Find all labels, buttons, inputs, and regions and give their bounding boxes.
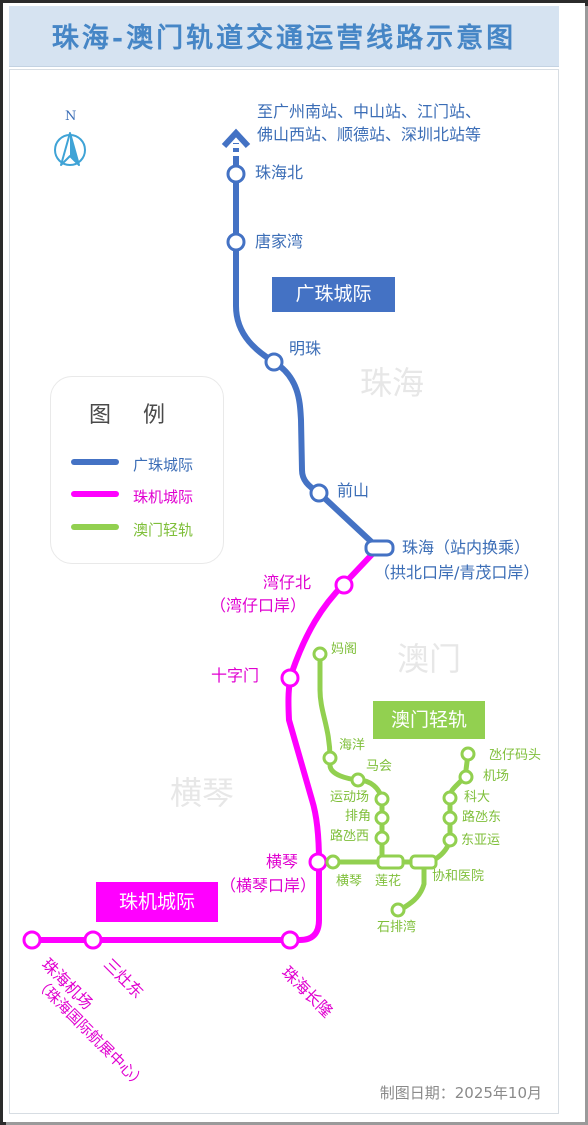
interchange-marker bbox=[409, 854, 438, 870]
station-marker bbox=[374, 810, 390, 826]
title-bar: 珠海-澳门轨道交通运营线路示意图 bbox=[9, 6, 559, 67]
station-label: 莲花 bbox=[375, 874, 402, 889]
legend-item-guangzhu: 广珠城际 bbox=[71, 452, 221, 474]
map-title: 珠海-澳门轨道交通运营线路示意图 bbox=[51, 23, 517, 54]
station-label: 横琴 bbox=[266, 852, 299, 871]
legend-label: 澳门轻轨 bbox=[133, 521, 194, 539]
station-label-sub: （湾仔口岸） bbox=[210, 596, 307, 615]
station-marker bbox=[308, 852, 328, 872]
station-marker bbox=[460, 746, 476, 762]
line-badge-zhuji: 珠机城际 bbox=[96, 882, 218, 922]
station-marker bbox=[22, 930, 42, 950]
station-marker bbox=[350, 772, 366, 788]
station-marker bbox=[264, 352, 284, 372]
line-zhuji bbox=[29, 545, 381, 943]
station-label: 路氹东 bbox=[462, 810, 502, 825]
compass-north-label: N bbox=[65, 109, 77, 124]
station-marker bbox=[83, 930, 103, 950]
station-label-interchange: 珠海（站内换乘） bbox=[402, 538, 531, 557]
station-label: 珠海北 bbox=[255, 163, 304, 182]
legend-label: 珠机城际 bbox=[133, 488, 194, 506]
station-label: 石排湾 bbox=[377, 920, 417, 935]
station-label-interchange-sub: （拱北口岸/青茂口岸） bbox=[374, 563, 540, 582]
legend-swatch bbox=[71, 524, 119, 530]
line-macau-lrt-main bbox=[317, 651, 385, 866]
station-marker bbox=[280, 930, 300, 950]
station-marker bbox=[312, 646, 328, 662]
station-label: 海洋 bbox=[339, 738, 366, 753]
station-label: 妈阁 bbox=[331, 642, 358, 657]
station-label: 科大 bbox=[464, 790, 491, 805]
station-marker bbox=[322, 750, 338, 766]
map-area bbox=[9, 69, 559, 1114]
destination-arrow-icon bbox=[221, 128, 251, 149]
line-badge-macau-lrt: 澳门轻轨 bbox=[373, 701, 485, 739]
legend-item-zhuji: 珠机城际 bbox=[71, 484, 221, 506]
station-label: 路氹西 bbox=[330, 829, 370, 844]
legend-swatch bbox=[71, 491, 119, 497]
station-marker bbox=[334, 575, 354, 595]
interchange-marker bbox=[376, 854, 405, 870]
station-label: 前山 bbox=[337, 481, 370, 500]
station-marker bbox=[325, 854, 341, 870]
station-label-sub: （横琴口岸） bbox=[220, 876, 317, 895]
station-label: 排角 bbox=[345, 809, 372, 824]
station-label: 氹仔码头 bbox=[489, 748, 542, 763]
station-marker bbox=[458, 769, 474, 785]
station-marker bbox=[280, 668, 300, 688]
destination-note: 至广州南站、中山站、江门站、 bbox=[257, 102, 482, 121]
station-marker bbox=[226, 164, 246, 184]
region-macau: 澳门 bbox=[397, 640, 462, 678]
legend-label: 广珠城际 bbox=[133, 456, 194, 474]
frame-shadow bbox=[585, 6, 588, 1125]
station-marker bbox=[442, 810, 458, 826]
line-guangzhu bbox=[233, 157, 381, 551]
legend-title: 图例 bbox=[89, 403, 198, 428]
station-label: 马会 bbox=[366, 759, 393, 774]
map-date: 制图日期：2025年10月 bbox=[379, 1084, 542, 1102]
station-marker bbox=[442, 790, 458, 806]
region-zhuhai: 珠海 bbox=[360, 364, 425, 402]
station-label: 协和医院 bbox=[432, 869, 485, 884]
station-label: 明珠 bbox=[289, 339, 322, 358]
station-marker bbox=[442, 832, 458, 848]
station-label: 横琴 bbox=[336, 874, 363, 889]
legend: 图例 广珠城际 珠机城际 澳门轻轨 bbox=[50, 376, 224, 564]
station-label: 唐家湾 bbox=[255, 232, 304, 251]
station-marker bbox=[374, 791, 390, 807]
line-badge-guangzhu: 广珠城际 bbox=[272, 277, 395, 312]
station-marker bbox=[374, 830, 390, 846]
station-label: 运动场 bbox=[330, 790, 370, 805]
station-marker bbox=[226, 232, 246, 252]
station-marker bbox=[309, 483, 329, 503]
frame-shadow bbox=[6, 1122, 588, 1125]
station-label: 机场 bbox=[483, 769, 510, 784]
station-marker bbox=[390, 902, 406, 918]
region-hengqin: 横琴 bbox=[170, 774, 235, 812]
station-label: 十字门 bbox=[211, 666, 260, 685]
legend-swatch bbox=[71, 459, 119, 465]
destination-note: 佛山西站、顺德站、深圳北站等 bbox=[257, 125, 482, 144]
compass-icon bbox=[54, 132, 86, 166]
station-label: 湾仔北 bbox=[263, 573, 312, 592]
legend-item-macau-lrt: 澳门轻轨 bbox=[71, 517, 221, 539]
station-label: 东亚运 bbox=[461, 833, 501, 848]
interchange-marker bbox=[364, 539, 395, 557]
